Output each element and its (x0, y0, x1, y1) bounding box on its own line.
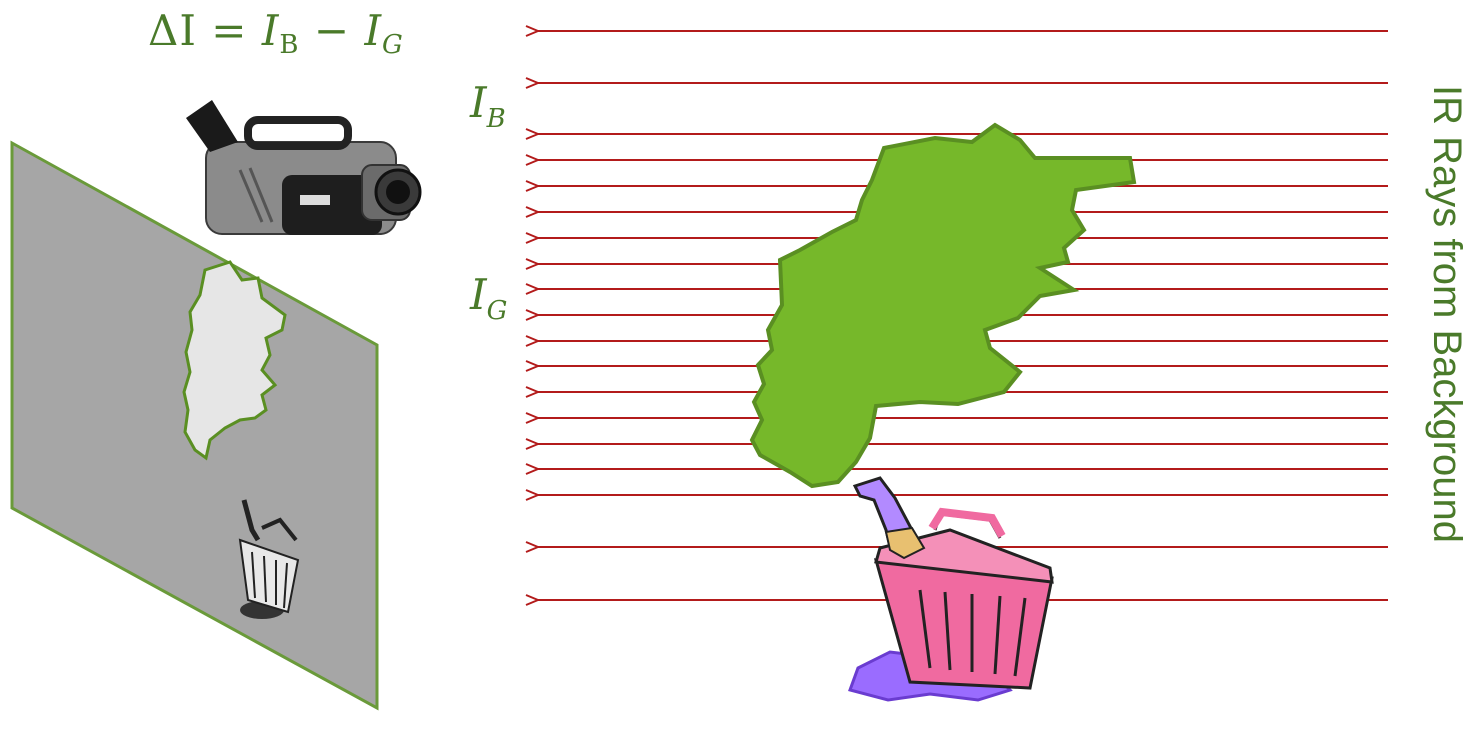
equation-minus: − (300, 6, 365, 55)
equation-term2-sub: G (382, 30, 404, 60)
rays-caption: IR Rays from Background (1424, 85, 1469, 543)
ig-symbol: I (470, 270, 487, 319)
equation-term2: I (364, 6, 382, 55)
equation-term1-sub: B (279, 30, 299, 60)
gas-intensity-label: IG (470, 270, 507, 326)
delta-intensity-equation: ΔI = IB − IG (148, 6, 404, 60)
equation-lhs: ΔI (148, 6, 197, 55)
ib-sub: B (487, 104, 506, 134)
ib-symbol: I (470, 78, 487, 127)
ig-sub: G (487, 296, 508, 326)
leaking-gas-can-icon (850, 478, 1052, 700)
equation-equals: = (197, 6, 262, 55)
equation-term1: I (262, 6, 280, 55)
thermal-camera-icon (186, 100, 420, 235)
background-intensity-label: IB (470, 78, 506, 134)
gas-plume (752, 125, 1134, 486)
